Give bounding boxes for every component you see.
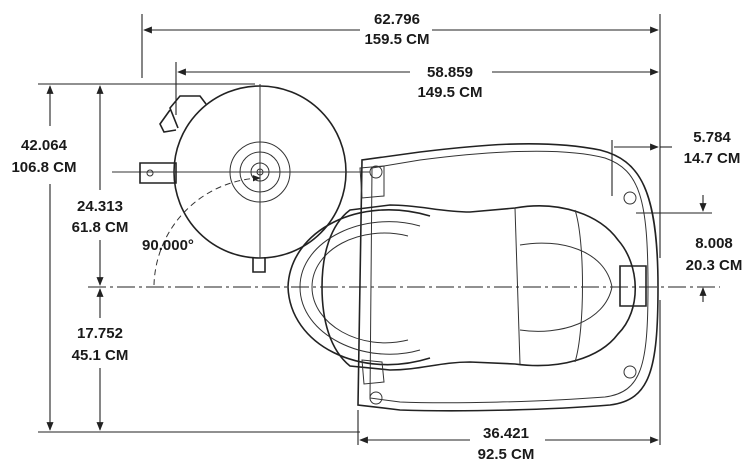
- upper-depth-imperial: 24.313: [77, 198, 123, 215]
- dim-overall-width: 62.796 159.5 CM: [141, 11, 661, 258]
- upper-depth-metric: 61.8 CM: [72, 219, 129, 236]
- rotation-angle-label: 90.000°: [142, 237, 194, 254]
- base-width-metric: 92.5 CM: [478, 446, 535, 463]
- overall-width-metric: 159.5 CM: [364, 31, 429, 48]
- rotated-arm: [112, 84, 370, 273]
- main-housing: [287, 142, 659, 412]
- right-offset-metric: 14.7 CM: [684, 150, 741, 167]
- arm-width-imperial: 58.859: [427, 64, 473, 81]
- base-width-imperial: 36.421: [483, 425, 529, 442]
- dim-overall-depth: 42.064 106.8 CM: [11, 83, 360, 433]
- dim-arm-width: 58.859 149.5 CM: [175, 62, 659, 115]
- overall-depth-metric: 106.8 CM: [11, 159, 76, 176]
- right-offset-imperial: 5.784: [693, 129, 731, 146]
- overall-width-imperial: 62.796: [374, 11, 420, 28]
- right-height-imperial: 8.008: [695, 235, 733, 252]
- dim-base-width: 36.421 92.5 CM: [357, 300, 661, 463]
- arm-width-metric: 149.5 CM: [417, 84, 482, 101]
- overall-depth-imperial: 42.064: [21, 137, 68, 154]
- dim-right-offset: 5.784 14.7 CM: [611, 129, 741, 196]
- dim-right-height: 8.008 20.3 CM: [636, 195, 742, 302]
- dim-lower-depth: 17.752 45.1 CM: [72, 288, 129, 431]
- lower-depth-imperial: 17.752: [77, 325, 123, 342]
- dim-upper-depth: 24.313 61.8 CM: [72, 85, 129, 286]
- lower-depth-metric: 45.1 CM: [72, 347, 129, 364]
- right-height-metric: 20.3 CM: [686, 257, 743, 274]
- rotation-angle: 90.000°: [142, 175, 261, 286]
